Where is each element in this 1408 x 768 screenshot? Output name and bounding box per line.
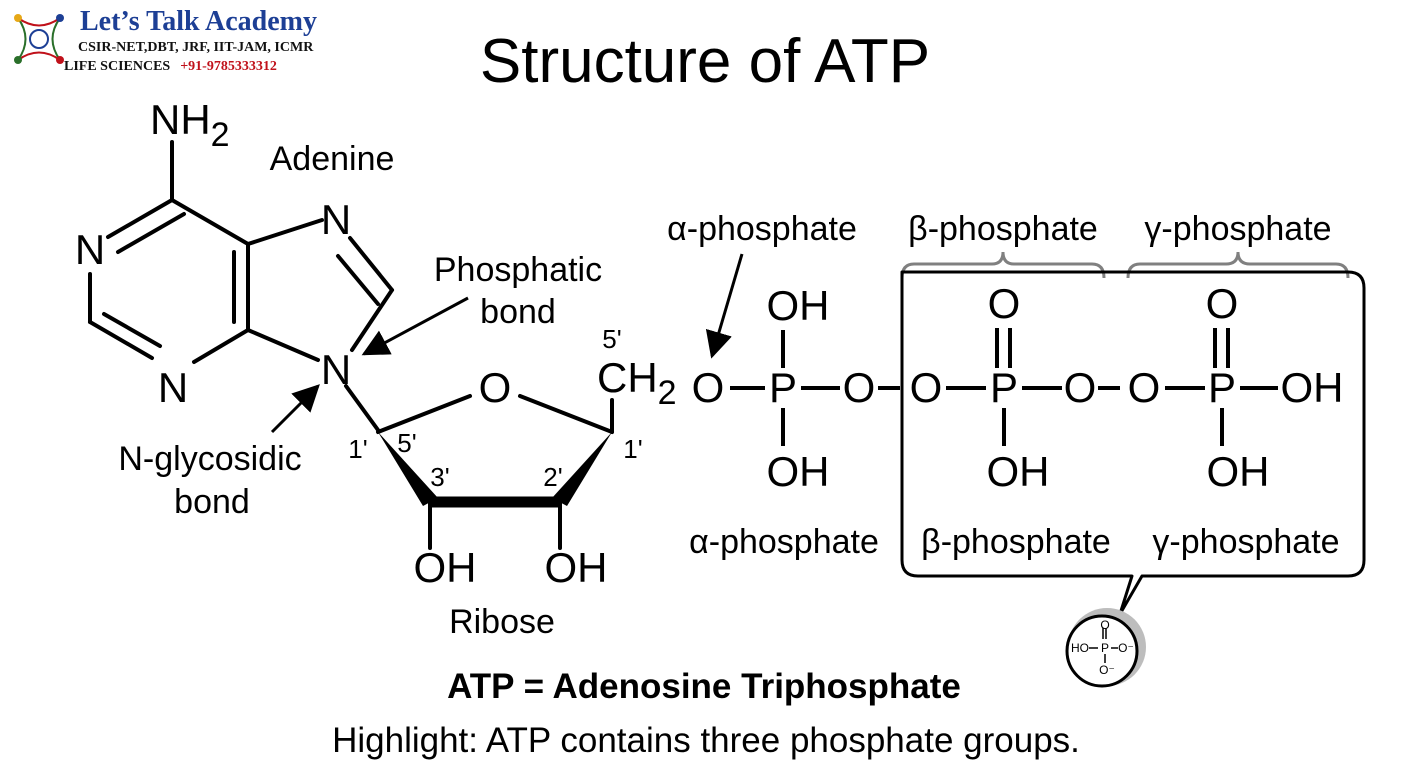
prime-5-ring: 5' [397,428,416,458]
phosphatic-bond-label-line1: Phosphatic [434,251,602,289]
highlight-caption: Highlight: ATP contains three phosphate … [332,721,1080,760]
prime-2: 2' [543,462,562,492]
ribose-3-oh: OH [414,544,477,591]
alpha-ester-oxygen: O [692,364,725,411]
beta-phosphorus: P [990,364,1018,411]
beta-bottom-oh: OH [987,448,1050,495]
gamma-curly-brace [1126,251,1350,279]
inset-o-right: O⁻ [1118,641,1134,655]
gamma-left-oxygen: O [1128,364,1161,411]
logo-subtitle: CSIR-NET,DBT, JRF, IIT-JAM, ICMR [78,40,314,55]
gamma-right-oh: OH [1281,364,1344,411]
gamma-top-oxygen: O [1206,280,1239,327]
inset-ho: HO [1071,641,1089,655]
gamma-phosphorus: P [1208,364,1236,411]
beta-top-oxygen: O [988,280,1021,327]
adenine-n3-atom: N [158,364,188,411]
alpha-phosphate-top-label: α-phosphate [667,210,857,248]
beta-left-oxygen: O [910,364,943,411]
logo-tagline: LIFE SCIENCES [64,59,171,74]
alpha-bottom-oh: OH [767,448,830,495]
ribose-oxygen-atom: O [479,364,512,411]
phosphatic-bond-label-line2: bond [480,293,556,331]
ch2-subscript: 2 [658,374,677,412]
amino-main: NH [150,96,211,143]
logo-phone: +91-9785333312 [180,59,277,74]
inset-p: P [1101,641,1109,655]
ribose-ring [376,394,614,550]
ch2-group: CH2 [597,354,677,412]
logo-title: Let’s Talk Academy [80,6,317,37]
gamma-phosphate-bottom-label: γ-phosphate [1152,523,1339,561]
prime-5-top: 5' [602,324,621,354]
gamma-bottom-oh: OH [1207,448,1270,495]
ribose-label: Ribose [449,603,555,641]
academy-logo: Let’s Talk Academy CSIR-NET,DBT, JRF, II… [6,4,366,78]
adenine-n9-atom: N [321,346,351,393]
prime-1-right: 1' [623,434,642,464]
alpha-top-oh: OH [767,282,830,329]
atp-definition-caption: ATP = Adenosine Triphosphate [447,667,961,706]
phosphate-chain-bonds [730,328,1278,446]
molecule-logo-icon [14,14,64,64]
adenine-label: Adenine [270,140,395,178]
inset-o-top: O [1100,618,1109,632]
ch2-main: CH [597,354,658,401]
beta-curly-brace [900,251,1106,279]
prime-1-left: 1' [348,434,367,464]
phosphatic-bond-arrow [361,296,469,356]
logo-tagline-row: LIFE SCIENCES +91-9785333312 [64,59,277,75]
phosphate-callout-box [900,270,1366,616]
adenine-bonds [88,140,394,432]
gamma-phosphate-top-label: γ-phosphate [1144,210,1331,248]
amino-subscript: 2 [211,116,230,154]
ribose-2-oh: OH [545,544,608,591]
alpha-phosphate-arrow [705,253,744,359]
beta-phosphate-bottom-label: β-phosphate [921,523,1111,561]
adenine-n1-atom: N [75,226,105,273]
n-glycosidic-label-line2: bond [174,483,250,521]
n-glycosidic-label-line1: N-glycosidic [118,440,301,478]
inset-o-bottom: O⁻ [1099,663,1115,677]
alpha-phosphorus: P [769,364,797,411]
adenine-n7-atom: N [321,196,351,243]
prime-3: 3' [430,462,449,492]
amino-group: NH2 [150,96,230,154]
phosphate-group-inset: O HO P O⁻ O⁻ [1065,608,1146,688]
page-title: Structure of ATP [480,27,930,96]
n-glycosidic-arrow [270,384,320,434]
bridge-oxygen-2: O [1064,364,1097,411]
bridge-oxygen-1: O [843,364,876,411]
beta-phosphate-top-label: β-phosphate [908,210,1098,248]
alpha-phosphate-bottom-label: α-phosphate [689,523,879,561]
